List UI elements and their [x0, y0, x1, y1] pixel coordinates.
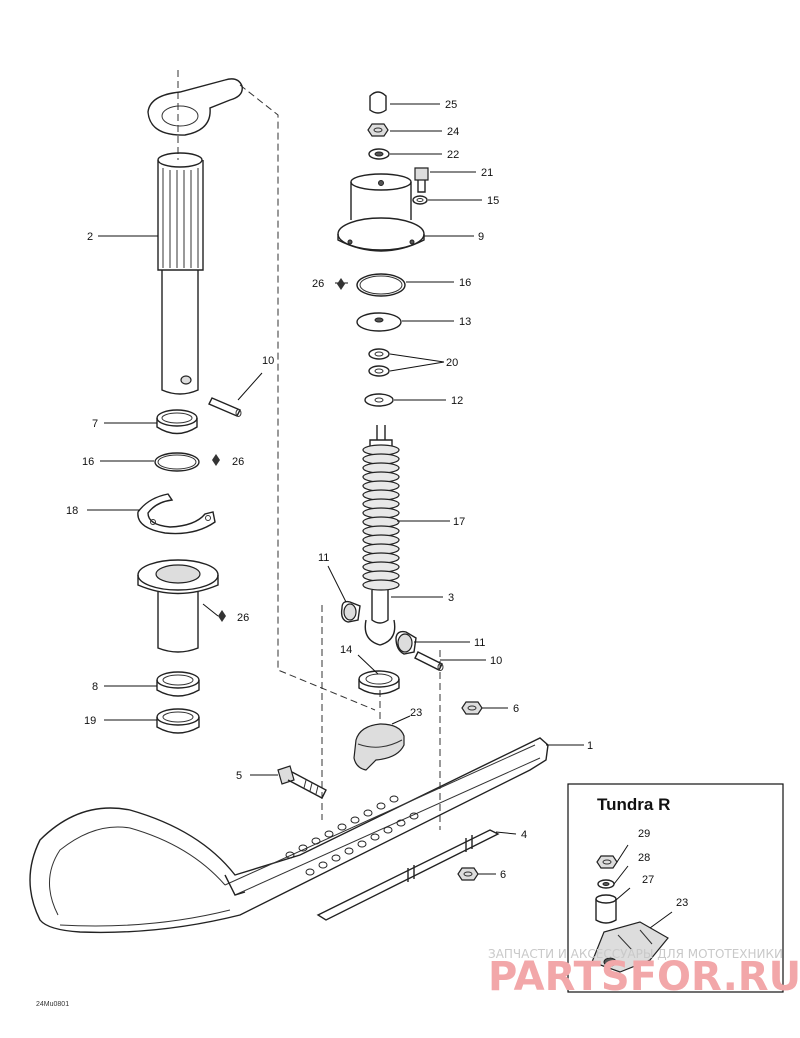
inset-title: Tundra R: [597, 795, 670, 814]
callout-11-left: 11: [318, 552, 329, 564]
callout-6-bottom: 6: [500, 869, 506, 881]
callout-3: 3: [448, 592, 454, 604]
callout-21: 21: [481, 167, 493, 179]
callout-10-right: 10: [490, 655, 502, 667]
bolt-part-21: [414, 167, 429, 193]
callout-12: 12: [451, 395, 463, 407]
callout-15: 15: [487, 195, 499, 207]
nut-part-29: [596, 855, 618, 869]
callout-10-left: 10: [262, 355, 274, 367]
callout-5: 5: [236, 770, 242, 782]
drawing-code: 24Mu0801: [36, 1001, 69, 1008]
cap-part-25: [369, 91, 387, 114]
nut-part-24: [367, 123, 389, 137]
callout-11-right: 11: [474, 637, 485, 649]
callout-23-tundra: 23: [676, 897, 688, 909]
bushing-part-14: [358, 670, 400, 695]
callout-19: 19: [84, 715, 96, 727]
bolt-part-5: [277, 765, 327, 799]
plate-part-13: [356, 312, 402, 332]
o-ring-part-16-right: [356, 273, 406, 297]
stopper-part-23-tundra: [591, 921, 669, 973]
pin-part-10-right: [414, 651, 444, 671]
nut-part-6-bottom: [457, 867, 479, 881]
callout-26-c: 26: [237, 612, 249, 624]
callout-20: 20: [446, 357, 458, 369]
callout-23: 23: [410, 707, 422, 719]
stopper-part-23: [353, 723, 405, 771]
alignment-lines: [177, 70, 441, 830]
o-ring-part-16-left: [154, 452, 200, 472]
grease-marks: [202, 278, 345, 622]
spacer-part-27: [595, 894, 617, 924]
callout-7: 7: [92, 418, 98, 430]
bushing-part-19: [156, 708, 200, 734]
callout-9: 9: [478, 231, 484, 243]
pin-part-10-left: [208, 397, 242, 417]
washers-part-20: [368, 348, 390, 377]
bushing-part-11-left: [340, 600, 361, 623]
bushing-part-11-right: [395, 630, 417, 655]
ski-part-1: [29, 737, 549, 934]
callout-17: 17: [453, 516, 465, 528]
callout-14: 14: [340, 644, 352, 656]
callout-16-right: 16: [459, 277, 471, 289]
callout-22: 22: [447, 149, 459, 161]
callout-27: 27: [642, 874, 654, 886]
spring-part-17: [362, 444, 400, 591]
shock-tower-part-9: [337, 173, 425, 252]
callout-25: 25: [445, 99, 457, 111]
callout-numbers: 25 24 22 21 15 9 26 16 13 20 12 17 3 11 …: [66, 99, 688, 909]
leader-lines: [87, 103, 673, 929]
callout-26-a: 26: [312, 278, 324, 290]
callout-2: 2: [87, 231, 93, 243]
callout-28: 28: [638, 852, 650, 864]
circlip-part-18: [137, 493, 216, 535]
bushing-part-8: [156, 671, 200, 697]
callout-29: 29: [638, 828, 650, 840]
washer-part-22: [368, 148, 390, 160]
callout-6-top: 6: [513, 703, 519, 715]
bushing-part-7: [156, 409, 198, 435]
inset-tundra-r: [567, 783, 784, 993]
spring-coil: [362, 579, 400, 591]
watermark-tagline: ЗАПЧАСТИ И АКСЕССУАРЫ ДЛЯ МОТОТЕХНИКИ: [488, 947, 783, 961]
nut-part-6-top: [461, 701, 483, 715]
leg-housing: [137, 559, 219, 653]
callout-1: 1: [587, 740, 593, 752]
washer-part-15: [412, 195, 428, 205]
callout-18: 18: [66, 505, 78, 517]
spindle-part-2: [147, 78, 243, 395]
callout-26-b: 26: [232, 456, 244, 468]
washer-part-12: [364, 393, 394, 407]
callout-4: 4: [521, 829, 527, 841]
callout-13: 13: [459, 316, 471, 328]
watermark-logo: PARTSFOR.RU: [488, 954, 800, 1000]
callout-24: 24: [447, 126, 459, 138]
callout-8: 8: [92, 681, 98, 693]
runner-part-4: [316, 829, 500, 921]
callout-16-left: 16: [82, 456, 94, 468]
